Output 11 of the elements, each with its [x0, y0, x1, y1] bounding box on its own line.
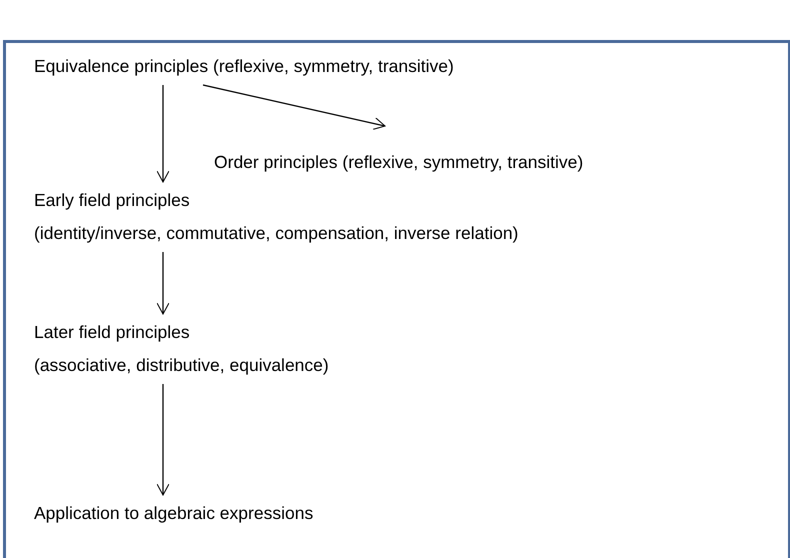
principle-label: Application to algebraic expressions: [34, 502, 314, 525]
principle-label: Later field principles: [34, 321, 191, 344]
principle-label: Order principles (reflexive, symmetry, transitive): [214, 151, 584, 174]
principle-details: (identity/inverse, commutative, compensation, inverse relation): [34, 222, 518, 245]
principle-label: Equivalence principles (reflexive, symmetry, transitive): [34, 55, 454, 78]
arrow: [156, 252, 170, 314]
arrow: [202, 84, 386, 130]
principle-details: (associative, distributive, equivalence): [34, 354, 329, 377]
arrow: [156, 85, 170, 182]
principle-label: Early field principles: [34, 189, 191, 212]
arrow: [156, 384, 170, 496]
